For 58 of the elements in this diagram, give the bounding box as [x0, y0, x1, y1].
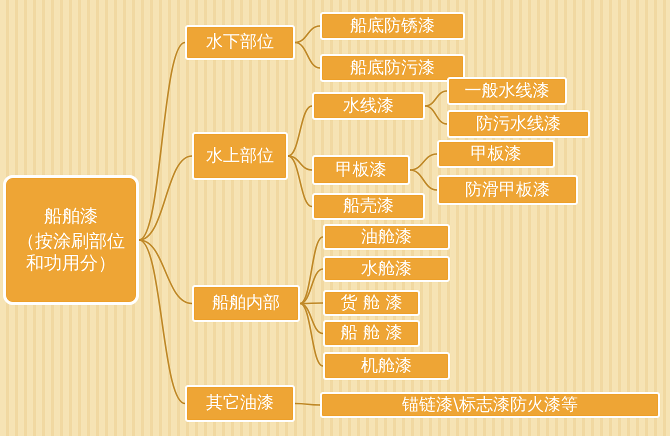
node-title: 锚链漆\标志漆防火漆等 — [402, 394, 578, 416]
connector-line — [294, 42, 320, 69]
node-title: 其它油漆 — [206, 393, 274, 414]
node-title: 船舶内部 — [212, 293, 280, 314]
node-title: 船底防污漆 — [350, 58, 435, 78]
connector-line — [300, 236, 324, 304]
category-box — [437, 175, 578, 205]
category-box — [323, 224, 450, 250]
node-title: 防污水线漆 — [476, 114, 561, 134]
node-title: 甲板漆 — [336, 160, 386, 180]
node-title: 船舶漆 — [44, 206, 98, 228]
node-title: 一般水线漆 — [464, 80, 550, 102]
connector-line — [410, 169, 438, 191]
category-box — [437, 140, 555, 168]
connector-line — [424, 105, 448, 125]
connector-line — [410, 153, 438, 171]
connector-line — [138, 239, 186, 404]
connector-line — [300, 302, 324, 367]
category-box — [185, 25, 295, 60]
category-box — [320, 12, 465, 40]
node-note: （按涂刷部位和功用分） — [16, 231, 126, 274]
connector-line — [300, 268, 324, 304]
category-box — [192, 285, 300, 322]
category-box — [323, 352, 450, 380]
category-box — [192, 132, 288, 180]
root-box — [3, 175, 139, 305]
category-box — [447, 77, 567, 105]
category-box — [312, 193, 425, 220]
connector-line — [424, 90, 448, 107]
category-box — [320, 392, 660, 418]
connector-line — [300, 302, 323, 304]
connector-line — [295, 402, 320, 406]
connector-line — [288, 155, 312, 171]
category-box — [323, 320, 420, 347]
category-box — [320, 54, 465, 82]
category-box — [323, 290, 420, 316]
connector-line — [294, 25, 320, 44]
node-title: 防滑甲板漆 — [465, 180, 550, 200]
category-box — [447, 110, 590, 138]
node-title: 水线漆 — [343, 96, 394, 116]
node-title: 船 舱 漆 — [340, 323, 402, 344]
category-box — [312, 92, 425, 120]
connector-line — [288, 155, 312, 208]
node-title: 水上部位 — [206, 146, 274, 166]
category-box — [312, 155, 410, 185]
node-title: 水舱漆 — [361, 258, 412, 280]
node-title: 船壳漆 — [343, 196, 394, 217]
node-title: 油舱漆 — [361, 226, 412, 248]
connector-line — [288, 105, 312, 157]
node-title: 机舱漆 — [361, 356, 412, 376]
node-title: 船底防锈漆 — [350, 16, 435, 36]
connector-line — [138, 42, 186, 241]
connector-line — [138, 239, 192, 304]
node-title: 水下部位 — [206, 32, 274, 53]
node-title: 甲板漆 — [470, 144, 522, 164]
category-box — [323, 256, 450, 282]
category-box — [185, 385, 295, 422]
node-title: 货 舱 漆 — [340, 292, 402, 314]
